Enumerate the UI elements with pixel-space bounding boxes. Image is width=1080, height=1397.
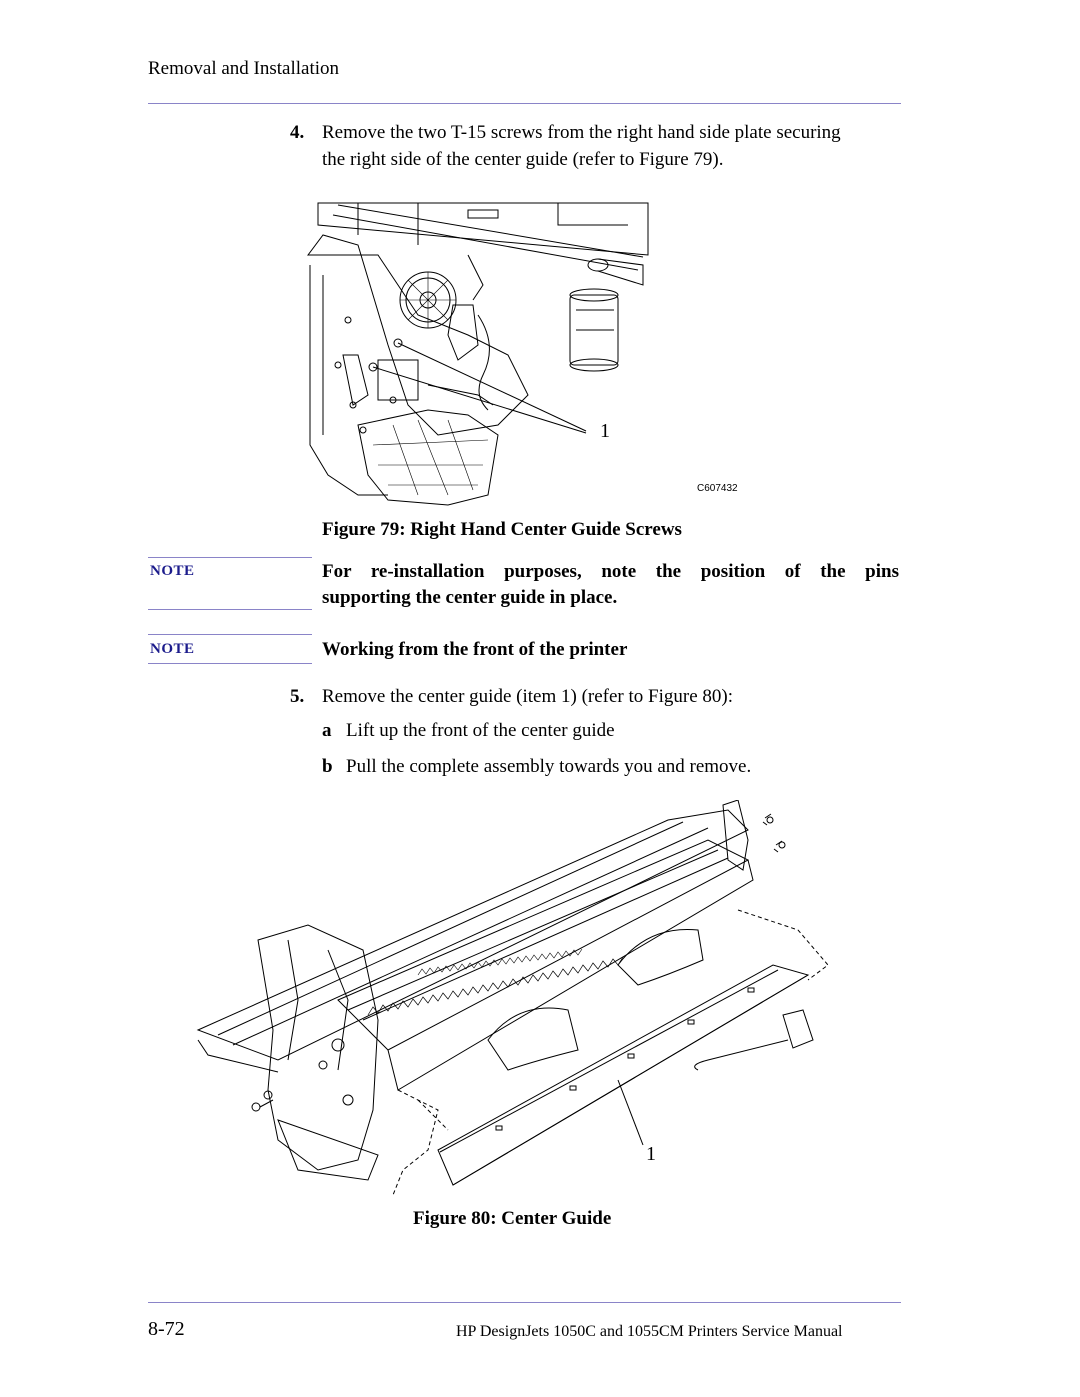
step-4-line-1: Remove the two T-15 screws from the righ…: [322, 122, 841, 143]
figure-79-id: C607432: [697, 483, 738, 494]
substep-b-letter: b: [322, 756, 333, 777]
step-4-line-2: the right side of the center guide (refe…: [322, 149, 724, 170]
figure-79-callout: 1: [600, 420, 610, 442]
note-1-line-1: For re-installation purposes, note the p…: [322, 561, 899, 582]
step-5-number: 5.: [290, 686, 305, 707]
footer-page-number: 8-72: [148, 1318, 185, 1340]
note-2-top-rule: [148, 634, 312, 635]
footer-rule: [148, 1302, 901, 1303]
step-4-number: 4.: [290, 122, 305, 143]
substep-a-text: Lift up the front of the center guide: [346, 720, 615, 741]
figure-80-caption: Figure 80: Center Guide: [413, 1208, 612, 1229]
note-1-bottom-rule: [148, 609, 312, 610]
note-2-bottom-rule: [148, 663, 312, 664]
step-5-text: Remove the center guide (item 1) (refer …: [322, 686, 733, 707]
note-2-label: NOTE: [150, 641, 195, 657]
substep-b-text: Pull the complete assembly towards you a…: [346, 756, 752, 777]
figure-80-callout: 1: [646, 1143, 656, 1165]
substep-a-letter: a: [322, 720, 332, 741]
footer-manual-title: HP DesignJets 1050C and 1055CM Printers …: [456, 1323, 843, 1340]
note-1-top-rule: [148, 557, 312, 558]
running-header: Removal and Installation: [148, 58, 340, 79]
figure-79-illustration: [298, 195, 658, 513]
note-2-line-1: Working from the front of the printer: [322, 639, 628, 660]
header-rule: [148, 103, 901, 104]
figure-79-caption: Figure 79: Right Hand Center Guide Screw…: [322, 519, 682, 540]
figure-80-illustration: [188, 800, 838, 1195]
note-1-line-2: supporting the center guide in place.: [322, 587, 618, 608]
note-1-label: NOTE: [150, 563, 195, 579]
